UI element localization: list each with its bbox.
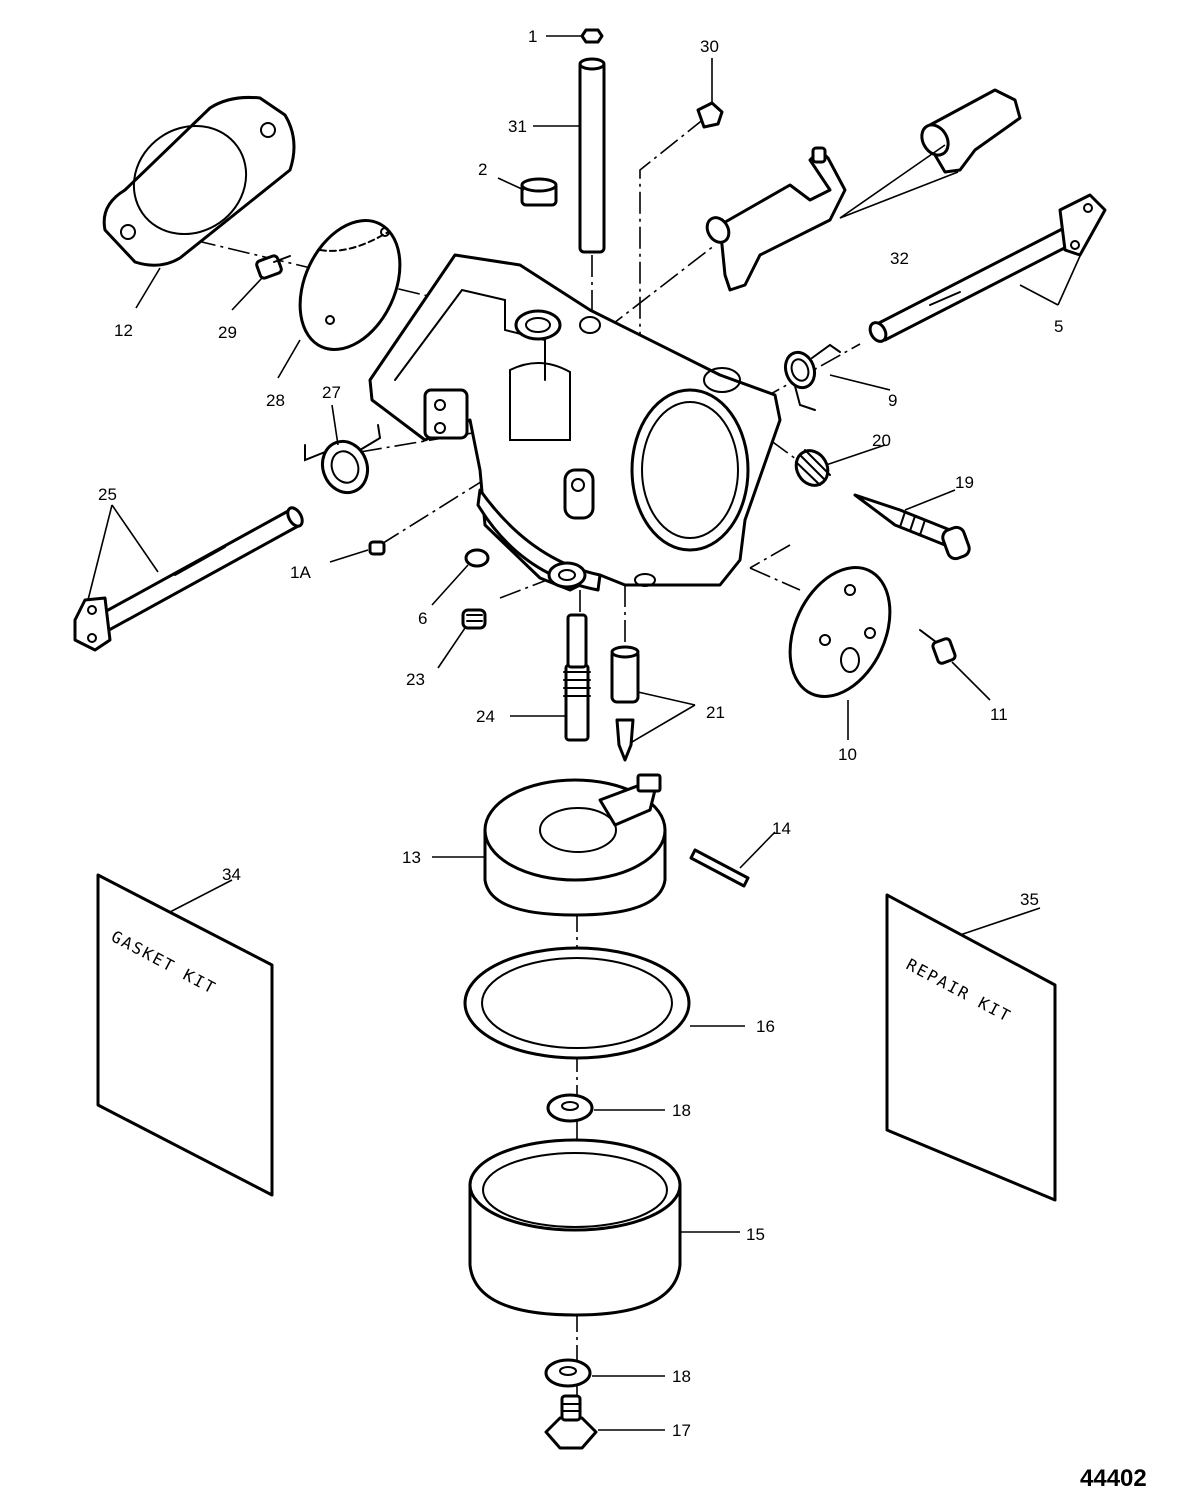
callout-1a: 1A <box>290 563 311 582</box>
part-5-throttle-shaft <box>868 193 1107 343</box>
callout-labels: 1 30 31 2 32 5 12 29 28 27 9 20 19 25 1A… <box>98 27 1063 1440</box>
callout-12: 12 <box>114 321 133 340</box>
part-1-plug <box>580 28 604 44</box>
callout-6: 6 <box>418 609 427 628</box>
part-35-repair-kit: REPAIR KIT <box>885 893 1057 1202</box>
part-1a-plug <box>368 540 386 556</box>
part-29-screw <box>255 254 291 280</box>
part-20-spring <box>794 449 831 487</box>
callout-25: 25 <box>98 485 117 504</box>
part-25-choke-shaft <box>73 506 304 652</box>
callout-31: 31 <box>508 117 527 136</box>
part-9-torsion-spring <box>783 343 841 411</box>
callout-16: 16 <box>756 1017 775 1036</box>
part-2-cap <box>520 177 558 207</box>
callout-29: 29 <box>218 323 237 342</box>
callout-2: 2 <box>478 160 487 179</box>
callout-27: 27 <box>322 383 341 402</box>
part-11-screw <box>919 629 957 665</box>
part-16-bowl-gasket <box>463 946 691 1060</box>
part-31-rod <box>578 57 606 254</box>
callout-34: 34 <box>222 865 241 884</box>
callout-32: 32 <box>890 249 909 268</box>
leader-lines <box>87 35 1081 1431</box>
part-19-adjust-needle <box>853 493 971 561</box>
part-18-washer-upper <box>546 1093 594 1123</box>
part-15-float-bowl <box>468 1138 682 1317</box>
part-10-choke-plate <box>788 566 892 698</box>
callout-1: 1 <box>528 27 537 46</box>
part-21-needle-seat <box>610 645 640 762</box>
callout-30: 30 <box>700 37 719 56</box>
callout-15: 15 <box>746 1225 765 1244</box>
callout-18-lower: 18 <box>672 1367 691 1386</box>
callout-14: 14 <box>772 819 791 838</box>
callout-10: 10 <box>838 745 857 764</box>
callout-9: 9 <box>888 391 897 410</box>
part-24-main-jet <box>563 613 591 742</box>
callout-21: 21 <box>706 703 725 722</box>
callout-17: 17 <box>672 1421 691 1440</box>
part-34-gasket-kit: GASKET KIT <box>96 873 274 1197</box>
callout-5: 5 <box>1054 317 1063 336</box>
part-12-flange-gasket <box>102 96 296 267</box>
callout-19: 19 <box>955 473 974 492</box>
figure-number: 44402 <box>1080 1465 1147 1492</box>
callout-35: 35 <box>1020 890 1039 909</box>
callout-28: 28 <box>266 391 285 410</box>
callout-11: 11 <box>990 705 1008 724</box>
part-32-fuel-fittings <box>705 88 1022 292</box>
part-13-float <box>483 773 667 917</box>
part-30-fitting <box>696 101 724 129</box>
callout-20: 20 <box>872 431 891 450</box>
callout-23: 23 <box>406 670 425 689</box>
part-17-bowl-nut <box>544 1394 598 1450</box>
callout-24: 24 <box>476 707 495 726</box>
part-23-screw <box>461 608 487 630</box>
part-18-washer-lower <box>544 1358 592 1388</box>
part-28-throttle-plate <box>298 219 402 351</box>
part-6-clip <box>464 548 490 568</box>
part-14-pin <box>689 848 750 888</box>
callout-13: 13 <box>402 848 421 867</box>
carburetor-body <box>368 253 782 592</box>
part-27-torsion-spring <box>304 424 382 495</box>
callout-18-upper: 18 <box>672 1101 691 1120</box>
